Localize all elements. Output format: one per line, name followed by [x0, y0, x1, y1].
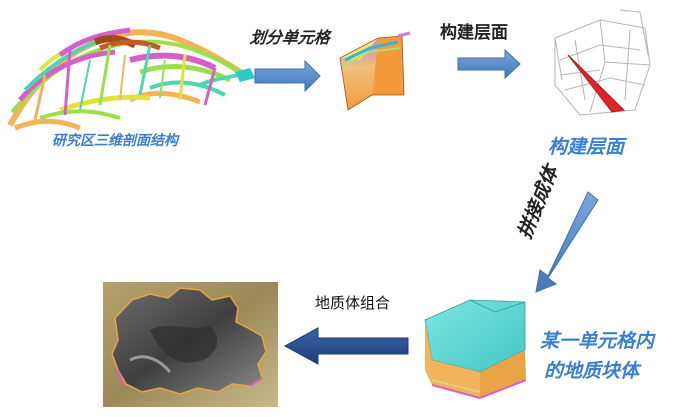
- layer-face: [567, 54, 626, 113]
- label-build-layers: 构建层面: [440, 23, 508, 43]
- layer-wireframe-image: [554, 9, 651, 116]
- arrow-stitch: [535, 191, 599, 293]
- label-unit-body-line2: 的地质块体: [544, 360, 640, 382]
- label-study-area: 研究区三维剖面结构: [52, 133, 178, 149]
- study-area-profile-image: [7, 27, 255, 131]
- arrow-to-units: [254, 59, 321, 93]
- geological-block-image: [424, 299, 527, 399]
- label-combine-bodies: 地质体组合: [315, 294, 391, 312]
- label-unit-body-line1: 某一单元格内: [540, 330, 655, 352]
- label-build-layers-blue: 构建层面: [548, 136, 625, 158]
- label-divide-units: 划分单元格: [248, 28, 331, 47]
- unit-cell-image: [339, 31, 411, 111]
- arrow-combine: [283, 327, 409, 365]
- combined-bodies-image: [103, 282, 278, 407]
- arrow-to-layers: [457, 48, 521, 80]
